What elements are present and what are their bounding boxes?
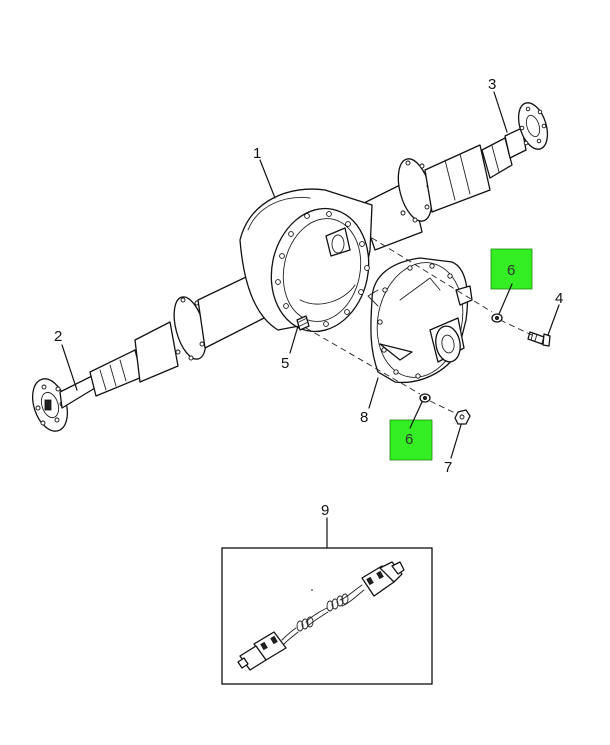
callout-6-upper: 6 [507,262,515,279]
left-axle-shaft[interactable] [26,349,143,436]
callout-7: 7 [444,459,452,476]
washer-lower[interactable] [419,393,431,403]
coil-upper [326,593,349,612]
coil-lower [296,616,314,632]
bolt[interactable] [527,331,551,347]
callout-4: 4 [555,290,563,307]
callout-2: 2 [54,328,62,345]
callout-3: 3 [488,76,496,93]
nut[interactable] [454,409,471,425]
callout-5: 5 [281,355,289,372]
callout-1: 1 [253,145,261,162]
callout-9: 9 [321,502,329,519]
callout-8: 8 [360,409,368,426]
axle-housing[interactable] [134,144,491,383]
stud[interactable] [296,315,310,331]
differential-carrier[interactable] [367,255,473,386]
highlight-box-upper [490,248,533,290]
leader-lines [61,91,560,549]
wiring-harness[interactable] [237,561,405,671]
housing-bolt-holes [275,211,370,327]
callout-6-lower: 6 [405,431,413,448]
right-axle-shaft[interactable] [481,99,553,179]
callout-labels: 1 2 3 4 5 6 6 7 8 9 [54,76,563,519]
washer-upper[interactable] [491,313,503,323]
assembly-lines [305,237,535,415]
